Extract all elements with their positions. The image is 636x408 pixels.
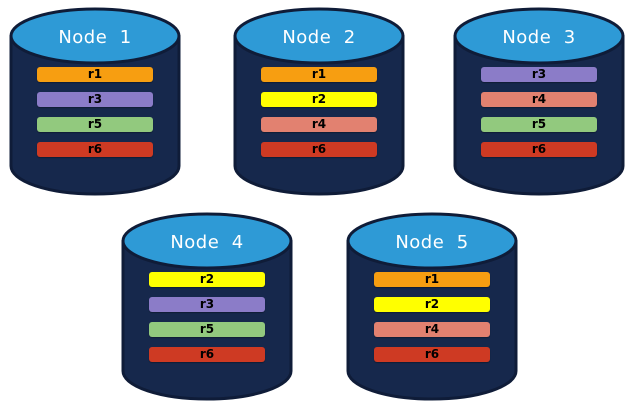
replica-list: r1 r3 r5 r6 — [37, 67, 153, 167]
replica-label: r1 — [87, 67, 103, 81]
replica-bar-r3[interactable]: r3 — [37, 92, 153, 107]
replica-list: r1 r2 r4 r6 — [261, 67, 377, 167]
replica-bar-r4[interactable]: r4 — [481, 92, 597, 107]
replica-bar-r5[interactable]: r5 — [481, 117, 597, 132]
replica-label: r6 — [311, 142, 327, 156]
replica-list: r3 r4 r5 r6 — [481, 67, 597, 167]
replica-bar-r2[interactable]: r2 — [374, 297, 490, 312]
replica-label: r5 — [531, 117, 547, 131]
replica-bar-r3[interactable]: r3 — [149, 297, 265, 312]
replica-label: r5 — [87, 117, 103, 131]
replica-label: r4 — [531, 92, 547, 106]
cylinder-top-ellipse — [121, 212, 293, 270]
replica-bar-r5[interactable]: r5 — [149, 322, 265, 337]
cylinder-top-ellipse — [346, 212, 518, 270]
replica-label: r2 — [199, 272, 215, 286]
replica-label: r2 — [424, 297, 440, 311]
replica-bar-r6[interactable]: r6 — [149, 347, 265, 362]
replica-bar-r5[interactable]: r5 — [37, 117, 153, 132]
replica-label: r4 — [424, 322, 440, 336]
cylinder-top-ellipse — [233, 7, 405, 65]
replica-bar-r1[interactable]: r1 — [37, 67, 153, 82]
replica-list: r2 r3 r5 r6 — [149, 272, 265, 372]
replica-list: r1 r2 r4 r6 — [374, 272, 490, 372]
replica-bar-r2[interactable]: r2 — [261, 92, 377, 107]
replica-label: r6 — [531, 142, 547, 156]
replica-bar-r6[interactable]: r6 — [481, 142, 597, 157]
cylinder-top-ellipse — [9, 7, 181, 65]
replica-label: r3 — [199, 297, 215, 311]
replica-bar-r4[interactable]: r4 — [261, 117, 377, 132]
replica-label: r6 — [424, 347, 440, 361]
replica-label: r3 — [87, 92, 103, 106]
replica-label: r1 — [424, 272, 440, 286]
replica-label: r6 — [87, 142, 103, 156]
cylinder-top-ellipse — [453, 7, 625, 65]
replica-bar-r3[interactable]: r3 — [481, 67, 597, 82]
replica-bar-r6[interactable]: r6 — [37, 142, 153, 157]
replica-label: r3 — [531, 67, 547, 81]
replica-bar-r6[interactable]: r6 — [261, 142, 377, 157]
replica-bar-r2[interactable]: r2 — [149, 272, 265, 287]
replica-bar-r1[interactable]: r1 — [261, 67, 377, 82]
replica-label: r2 — [311, 92, 327, 106]
replica-label: r5 — [199, 322, 215, 336]
replica-bar-r6[interactable]: r6 — [374, 347, 490, 362]
replica-label: r1 — [311, 67, 327, 81]
replica-label: r4 — [311, 117, 327, 131]
replica-bar-r4[interactable]: r4 — [374, 322, 490, 337]
replica-bar-r1[interactable]: r1 — [374, 272, 490, 287]
replica-label: r6 — [199, 347, 215, 361]
